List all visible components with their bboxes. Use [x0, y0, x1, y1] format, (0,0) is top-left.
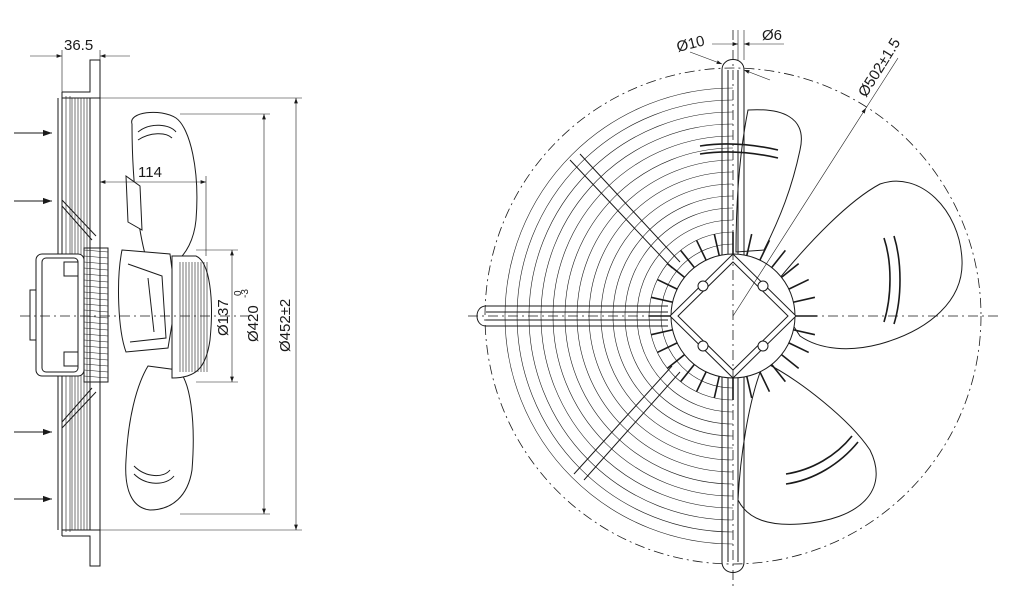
dim-hole: Ø10 — [675, 33, 771, 81]
motor-fin — [666, 263, 687, 280]
dim-bolt-circle-label: Ø502±1.5 — [855, 35, 904, 100]
motor-fin — [695, 239, 708, 263]
motor-fin — [791, 328, 816, 336]
dim-blade: Ø420 -3 0 — [180, 113, 270, 515]
motor-fin — [680, 362, 697, 383]
rotor-fin — [83, 279, 109, 283]
motor-fin — [713, 374, 721, 399]
rotor-fin — [83, 351, 109, 355]
rotor-fin — [83, 273, 109, 277]
motor-fin — [650, 328, 675, 336]
dim-frame-label: Ø452±2 — [277, 299, 294, 352]
dim-blade-tol-upper: 0 — [233, 290, 244, 296]
motor-fin — [769, 362, 786, 383]
rotor-fin — [83, 321, 109, 325]
rotor-body — [83, 247, 109, 383]
motor-fin — [786, 341, 810, 354]
dim-slot-label: Ø6 — [762, 27, 782, 44]
dim-hub-label: Ø137 — [215, 299, 232, 336]
rotor-fin — [83, 363, 109, 367]
rotor-fin — [83, 267, 109, 271]
dim-offset: 36.5 — [30, 37, 130, 92]
front-view: Ø10 Ø6 Ø502±1.5 — [468, 27, 1000, 590]
rotor-fin — [83, 339, 109, 343]
dim-hole-label: Ø10 — [675, 33, 707, 56]
motor-fin — [779, 263, 800, 280]
guard-ring — [600, 183, 734, 449]
dim-depth-label: 114 — [138, 164, 162, 181]
dim-slot: Ø6 — [712, 27, 784, 60]
motor-fin — [713, 233, 721, 258]
guard-ring — [540, 123, 734, 509]
rotor-fin — [83, 345, 109, 349]
motor-fin — [791, 296, 816, 304]
motor-fin — [656, 341, 680, 354]
rotor-fin — [83, 255, 109, 259]
motor-fin — [769, 249, 786, 270]
rotor-fin — [83, 297, 109, 301]
dim-frame: Ø452±2 — [100, 97, 302, 531]
dim-offset-label: 36.5 — [64, 37, 93, 54]
rotor-fin — [83, 369, 109, 373]
rotor-fins — [83, 247, 109, 383]
rotor-fin — [83, 285, 109, 289]
motor-fin — [745, 374, 753, 399]
motor-fin — [745, 233, 753, 258]
dim-hub: Ø137 — [196, 249, 238, 383]
motor-fin — [650, 296, 675, 304]
fan-blades-side — [118, 111, 198, 511]
motor-fin — [758, 369, 771, 393]
rotor-fin — [83, 375, 109, 379]
fan-hub — [171, 255, 212, 379]
guard-ring — [564, 147, 734, 485]
motor-fin — [666, 352, 687, 369]
motor-fin — [656, 278, 680, 291]
motor-fin — [695, 369, 708, 393]
guard-struts — [61, 199, 97, 429]
dim-blade-tol-lower: -3 — [240, 289, 251, 298]
rotor-fin — [83, 261, 109, 265]
motor-fin — [779, 352, 800, 369]
guard-diagonal-struts — [569, 153, 681, 481]
rotor-fin — [83, 303, 109, 307]
motor-fin — [758, 239, 771, 263]
guard-ring — [504, 87, 734, 545]
rotor-fin — [83, 357, 109, 361]
rotor-fin — [83, 291, 109, 295]
dim-depth: 114 — [100, 164, 207, 256]
guard-ring — [624, 207, 734, 425]
motor-housing — [29, 253, 85, 377]
rotor-fin — [83, 333, 109, 337]
rotor-fin — [83, 327, 109, 331]
airflow-arrows — [14, 129, 52, 503]
rotor-fin — [83, 309, 109, 313]
fan-blades-front — [699, 109, 963, 525]
rotor-fin — [83, 249, 109, 253]
motor-fin — [786, 278, 810, 291]
side-view: 36.5 114 Ø137 Ø420 -3 0 — [14, 37, 302, 567]
motor-fin — [680, 249, 697, 270]
dim-blade-label: Ø420 — [245, 305, 262, 342]
